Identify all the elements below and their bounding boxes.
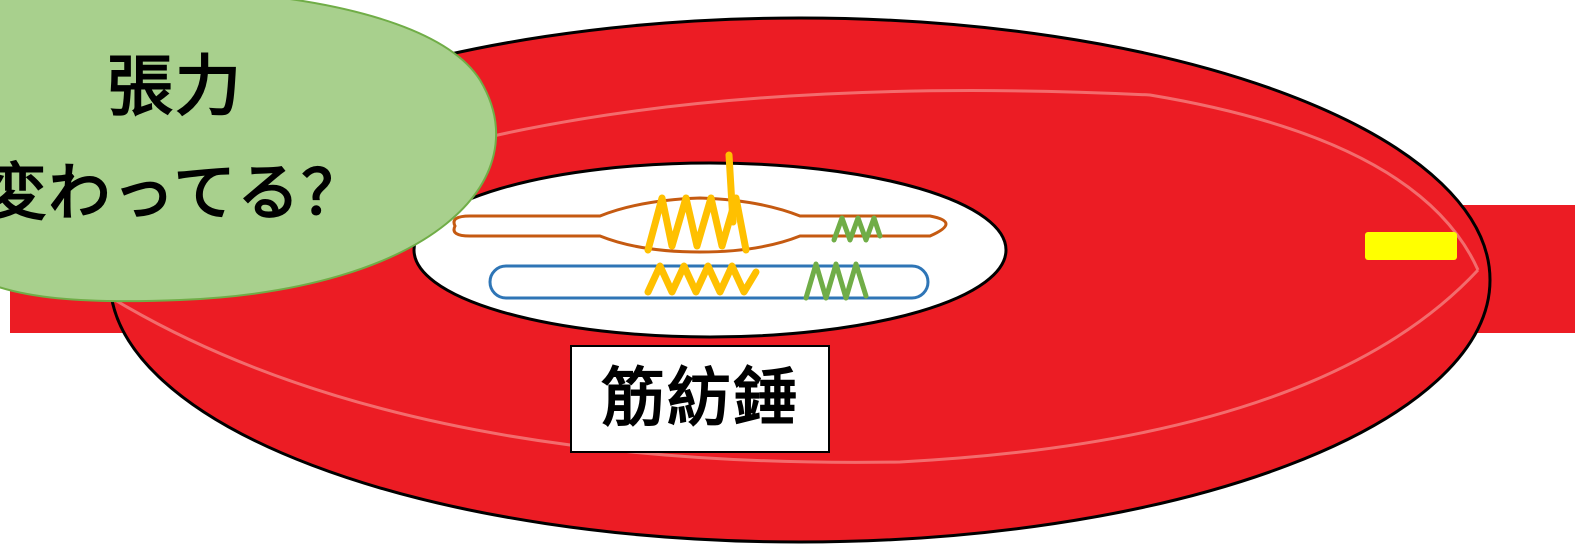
spindle-label: 筋紡錘 [570, 345, 830, 453]
bubble-text-line2: 変わってる？ [0, 156, 366, 229]
fiber-stripe [114, 268, 1480, 464]
nuclear-bag-fiber [452, 196, 948, 254]
spindle-capsule [412, 161, 1008, 339]
motor-coil-top [831, 215, 883, 243]
bubble-text-line1: 張力 [107, 48, 243, 125]
sensory-coil-top [644, 194, 750, 254]
speech-bubble [0, 0, 498, 303]
motor-endings [803, 215, 883, 301]
yellow-marker [1365, 232, 1457, 260]
motor-coil-bottom [803, 261, 869, 301]
sensory-coil-bottom [644, 262, 760, 296]
sensory-ending [644, 151, 760, 296]
